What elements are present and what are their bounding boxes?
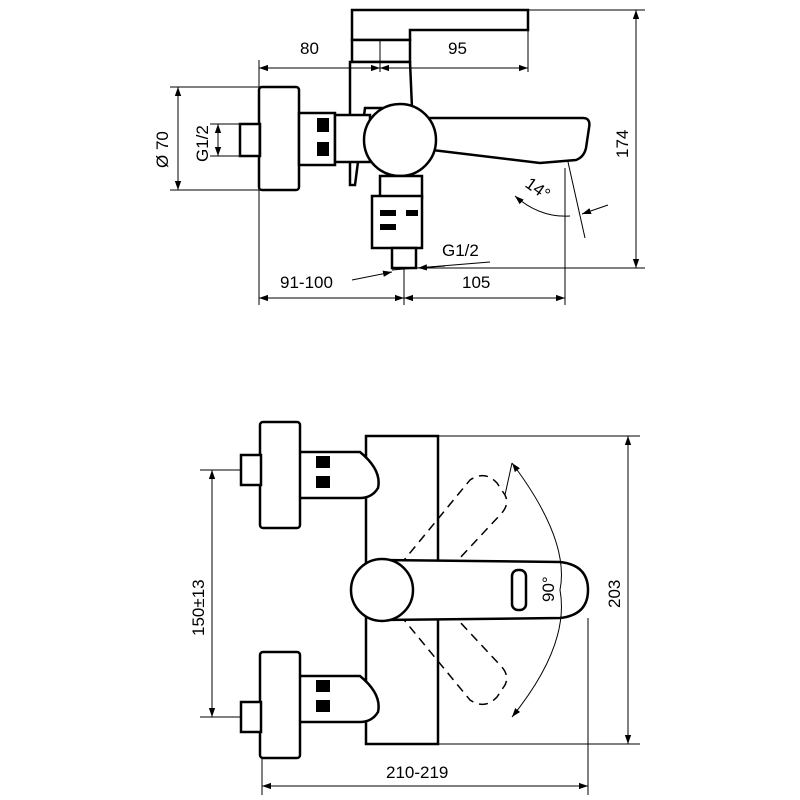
dim-wall-offset: 91-100 <box>280 273 333 292</box>
upper-connector <box>239 420 380 530</box>
top-view: 80 95 Ø 70 G1/2 174 14° G1/2 91-100 105 <box>153 8 645 305</box>
dim-outlet-thread: G1/2 <box>442 241 479 260</box>
connector-nut <box>297 111 337 167</box>
front-valve-cap <box>349 557 415 623</box>
lever-position-down <box>399 589 508 706</box>
outlet-connector <box>370 174 424 270</box>
dim-spout-reach: 105 <box>462 273 490 292</box>
dim-diameter: Ø 70 <box>153 131 172 168</box>
spout <box>418 116 591 165</box>
dim-left-depth: 80 <box>300 39 319 58</box>
front-lever <box>378 558 590 622</box>
wall-cover-disc <box>257 85 301 192</box>
valve-cap <box>362 102 438 178</box>
dim-height-front: 203 <box>605 580 624 608</box>
dim-height-top: 174 <box>613 130 632 158</box>
dim-inlet-thread: G1/2 <box>193 125 212 162</box>
dim-width: 210-219 <box>386 763 448 782</box>
lever-handle <box>350 8 530 64</box>
inlet-nipple <box>238 122 262 158</box>
mixer-body <box>348 60 414 187</box>
dim-inlet-spacing: 150±13 <box>189 579 208 636</box>
lower-connector <box>239 650 380 760</box>
dim-spout-angle: 14° <box>522 174 554 204</box>
lever-position-up <box>399 474 508 591</box>
dim-right-depth: 95 <box>448 39 467 58</box>
front-view: 150±13 90° 203 210-219 <box>189 420 640 795</box>
dim-lever-rotation: 90° <box>539 576 558 602</box>
